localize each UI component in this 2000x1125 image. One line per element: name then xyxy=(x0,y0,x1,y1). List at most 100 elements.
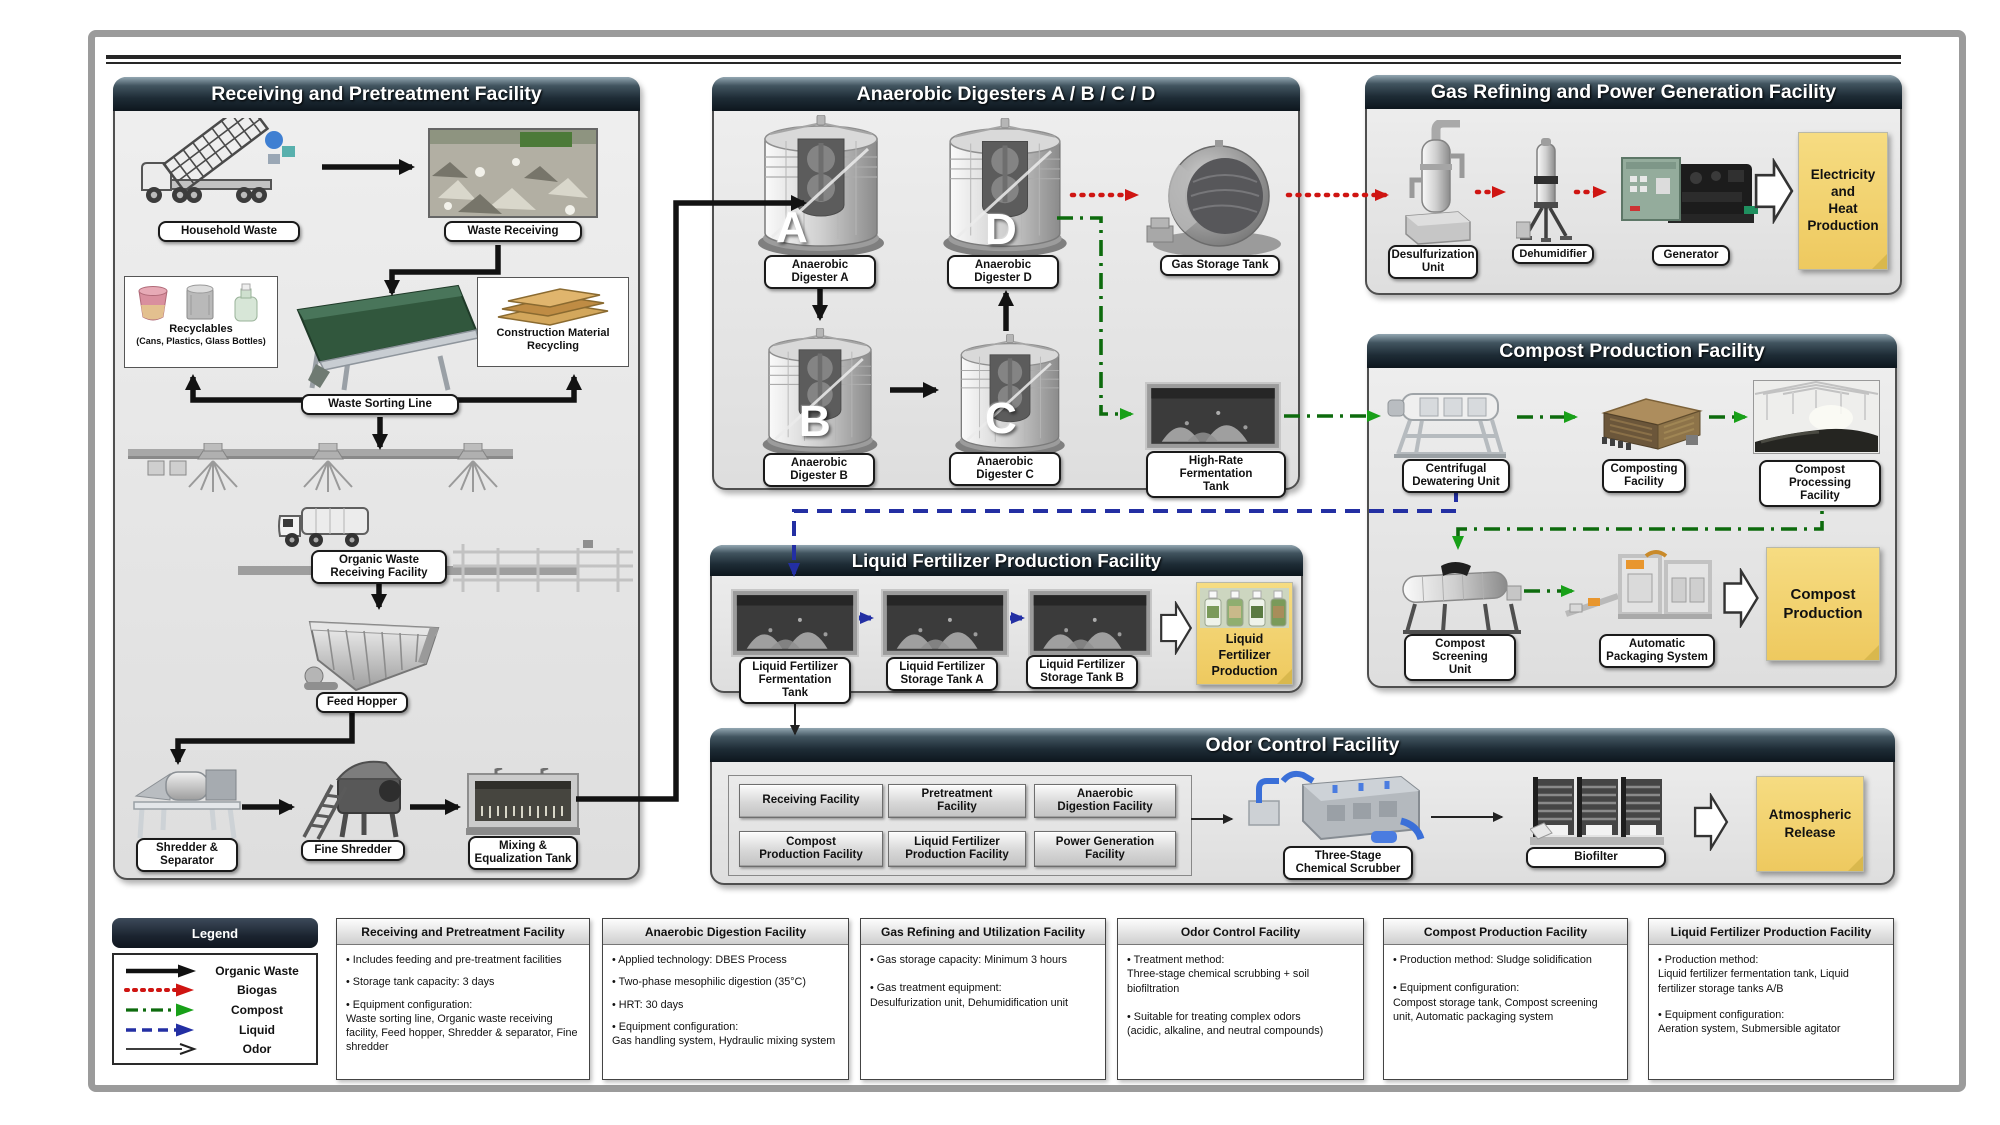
atmospheric-release-note: Atmospheric Release xyxy=(1756,776,1864,872)
label-lf-fermentation-tank: Liquid Fertilizer Fermentation Tank xyxy=(739,657,851,704)
info-item: • Gas storage capacity: Minimum 3 hours xyxy=(870,954,1068,966)
info-item: • Production method: Sludge solidificati… xyxy=(1393,954,1592,966)
electricity-block-arrow xyxy=(1754,160,1794,222)
label-centrifugal-dewatering: Centrifugal Dewatering Unit xyxy=(1402,459,1510,493)
label-lf-storage-tank-a: Liquid Fertilizer Storage Tank A xyxy=(886,657,998,691)
digester-letter-d: D xyxy=(985,205,1017,254)
label-digester-a: Anaerobic Digester A xyxy=(764,255,876,289)
info-item: • Includes feeding and pre-treatment fac… xyxy=(346,954,562,966)
biofilter-image xyxy=(1530,775,1664,845)
info-item: • Suitable for treating complex odors (a… xyxy=(1127,1010,1324,1037)
construction-material-box: Construction Material Recycling xyxy=(477,277,629,367)
info-item: • Treatment method: Three-stage chemical… xyxy=(1127,954,1310,995)
info-item: • Equipment configuration: Aeration syst… xyxy=(1658,1008,1841,1035)
label-desulfurization-unit: Desulfurization Unit xyxy=(1388,245,1478,279)
liquid-fertilizer-storage-tank-b-image xyxy=(1028,589,1152,657)
feed-hopper-image xyxy=(304,620,440,692)
panel-receiving-title: Receiving and Pretreatment Facility xyxy=(113,77,640,111)
recyclables-icons xyxy=(138,283,258,322)
desulfurization-unit-image xyxy=(1405,120,1471,245)
info-anaerobic-title: Anaerobic Digestion Facility xyxy=(603,919,848,945)
info-liquid-title: Liquid Fertilizer Production Facility xyxy=(1649,919,1893,945)
panel-compost-title: Compost Production Facility xyxy=(1367,334,1897,368)
legend-title: Legend xyxy=(112,918,318,948)
liquid-fertilizer-block-arrow xyxy=(1160,602,1192,654)
label-automatic-packaging: Automatic Packaging System xyxy=(1599,634,1715,668)
compost-arrow-icon xyxy=(126,1003,194,1017)
label-compost-processing: Compost Processing Facility xyxy=(1759,460,1881,507)
label-high-rate-fermentation: High-Rate Fermentation Tank xyxy=(1146,451,1286,498)
info-item: • Two-phase mesophilic digestion (35°C) xyxy=(612,976,806,989)
odor-source-group xyxy=(728,775,1192,876)
odor-collection-hoods-image xyxy=(128,443,513,493)
label-digester-c: Anaerobic Digester C xyxy=(949,452,1061,486)
info-item: • Equipment configuration: Compost stora… xyxy=(1393,982,1598,1023)
label-organic-waste-receiving: Organic Waste Receiving Facility xyxy=(311,550,447,584)
info-item: • Applied technology: DBES Process xyxy=(612,954,787,966)
liquid-fertilizer-storage-tank-a-image xyxy=(881,589,1009,657)
centrifugal-dewatering-image xyxy=(1387,393,1506,458)
recyclables-title: Recyclables xyxy=(169,323,233,335)
label-composting-facility: Composting Facility xyxy=(1602,459,1686,493)
info-item: • Production method: Liquid fertilizer f… xyxy=(1658,954,1849,995)
info-item: • Equipment configuration: Gas handling … xyxy=(612,1020,836,1047)
info-item: • Storage tank capacity: 3 days xyxy=(346,976,495,989)
panel-liquid-title: Liquid Fertilizer Production Facility xyxy=(710,545,1303,576)
legend-item-liquid: Liquid xyxy=(122,1020,308,1040)
slide-frame xyxy=(88,30,1966,1092)
legend-item-odor: Odor xyxy=(122,1039,308,1059)
panel-odor-title: Odor Control Facility xyxy=(710,728,1895,762)
info-box-receiving: Receiving and Pretreatment Facility • In… xyxy=(336,918,590,1080)
compost-block-arrow xyxy=(1723,569,1759,627)
info-box-liquid-fertilizer: Liquid Fertilizer Production Facility • … xyxy=(1648,918,1894,1080)
organic-waste-arrow-icon xyxy=(126,964,196,978)
info-odor-title: Odor Control Facility xyxy=(1118,919,1363,945)
label-biofilter: Biofilter xyxy=(1526,847,1666,868)
label-three-stage-scrubber: Three-Stage Chemical Scrubber xyxy=(1283,846,1413,880)
legend: Legend Organic Waste Biogas Compost Liqu… xyxy=(112,918,318,1078)
odor-button-power-generation: Power Generation Facility xyxy=(1034,831,1176,867)
gas-storage-tank-image xyxy=(1146,140,1281,257)
label-digester-d: Anaerobic Digester D xyxy=(947,255,1059,289)
odor-button-liquid-fertilizer: Liquid Fertilizer Production Facility xyxy=(888,831,1026,867)
info-box-compost-production: Compost Production Facility • Production… xyxy=(1383,918,1628,1080)
top-rule-thick xyxy=(106,55,1901,59)
info-box-odor-control: Odor Control Facility • Treatment method… xyxy=(1117,918,1364,1080)
info-item: • Gas treatment equipment: Desulfurizati… xyxy=(870,982,1069,1009)
fine-shredder-image xyxy=(302,760,403,840)
label-household-waste: Household Waste xyxy=(158,221,300,242)
label-gas-storage-tank: Gas Storage Tank xyxy=(1160,255,1280,276)
top-rule-thin xyxy=(106,62,1901,64)
legend-item-biogas: Biogas xyxy=(122,981,308,1001)
label-waste-sorting-line: Waste Sorting Line xyxy=(301,394,459,415)
dehumidifier-image xyxy=(1516,138,1572,242)
digester-letter-a: A xyxy=(776,203,808,252)
info-compost-title: Compost Production Facility xyxy=(1384,919,1627,945)
construction-material-label: Construction Material Recycling xyxy=(496,327,610,352)
info-receiving-title: Receiving and Pretreatment Facility xyxy=(337,919,589,945)
legend-item-compost: Compost xyxy=(122,1000,308,1020)
wood-planks-icon xyxy=(497,288,609,326)
legend-item-organic-waste: Organic Waste xyxy=(122,961,308,981)
liquid-fertilizer-production-note: Liquid Fertilizer Production xyxy=(1196,582,1293,685)
label-mixing-equalization: Mixing & Equalization Tank xyxy=(468,836,578,870)
compost-processing-photo xyxy=(1753,380,1880,454)
label-feed-hopper: Feed Hopper xyxy=(316,692,408,713)
biogas-arrow-icon xyxy=(124,983,194,997)
mixing-equalization-tank-image xyxy=(466,768,580,835)
fertilizer-bottles-image xyxy=(1200,587,1289,628)
label-digester-b: Anaerobic Digester B xyxy=(763,453,875,487)
label-compost-screening: Compost Screening Unit xyxy=(1404,634,1516,681)
electricity-heat-note: Electricity and Heat Production xyxy=(1798,132,1888,270)
digester-letter-c: C xyxy=(985,394,1017,443)
odor-button-receiving: Receiving Facility xyxy=(739,784,883,818)
label-lf-storage-tank-b: Liquid Fertilizer Storage Tank B xyxy=(1026,655,1138,689)
digester-letter-b: B xyxy=(799,397,831,446)
odor-button-pretreatment: Pretreatment Facility xyxy=(888,784,1026,818)
garbage-truck-image xyxy=(278,507,369,547)
label-dehumidifier: Dehumidifier xyxy=(1512,244,1594,265)
panel-gas-title: Gas Refining and Power Generation Facili… xyxy=(1365,75,1902,109)
recyclables-box: Recyclables (Cans, Plastics, Glass Bottl… xyxy=(124,276,278,368)
liquid-fertilizer-fermentation-tank-image xyxy=(731,589,859,657)
